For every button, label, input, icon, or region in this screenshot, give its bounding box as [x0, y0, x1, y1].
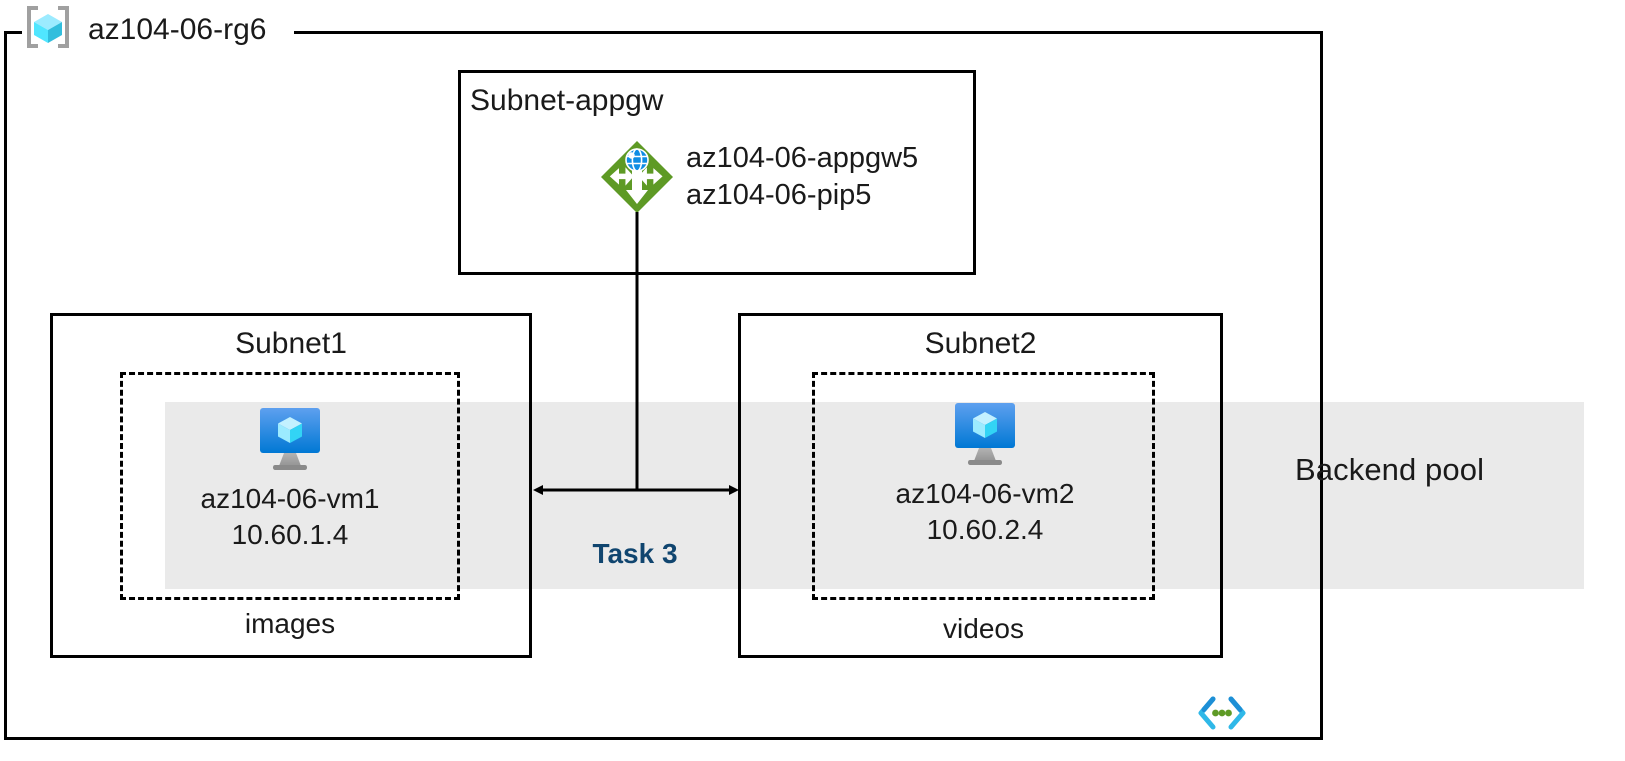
application-gateway-node: az104-06-appgw5 az104-06-pip5 — [598, 138, 918, 216]
task-label: Task 3 — [592, 538, 678, 569]
subnet1-box — [50, 313, 532, 658]
subnet2-dashed-group — [812, 372, 1155, 600]
backend-pool-label: Backend pool — [1295, 452, 1485, 487]
vnet-code-brackets-icon — [1196, 693, 1248, 733]
vm2-ip: 10.60.2.4 — [926, 513, 1044, 545]
backend-pool-band — [165, 402, 1584, 589]
virtual-machine-icon — [946, 400, 1024, 470]
vm1-ip: 10.60.1.4 — [231, 518, 349, 550]
subnet1-sub-label: images — [244, 608, 336, 639]
vm1-node: az104-06-vm1 10.60.1.4 — [140, 405, 440, 553]
subnet2-sub-label: videos — [943, 613, 1024, 644]
resource-group-title: az104-06-rg6 — [88, 13, 267, 46]
vm1-name: az104-06-vm1 — [200, 483, 380, 514]
subnet-appgw-box — [458, 70, 976, 275]
subnet-appgw-title: Subnet-appgw — [470, 84, 664, 117]
appgw-public-ip: az104-06-pip5 — [686, 179, 872, 212]
resource-group-frame — [4, 31, 1323, 740]
resource-group-cube-icon — [24, 5, 72, 49]
vm2-node: az104-06-vm2 10.60.2.4 — [835, 400, 1135, 548]
subnet1-dashed-group — [120, 372, 460, 600]
application-gateway-icon — [598, 138, 676, 216]
vm2-name: az104-06-vm2 — [895, 478, 1075, 509]
application-gateway-labels: az104-06-appgw5 az104-06-pip5 — [686, 140, 918, 214]
subnet2-title: Subnet2 — [924, 327, 1037, 360]
appgw-name: az104-06-appgw5 — [686, 142, 919, 174]
virtual-machine-icon — [251, 405, 329, 475]
subnet1-title: Subnet1 — [235, 327, 347, 360]
subnet2-box — [738, 313, 1223, 658]
